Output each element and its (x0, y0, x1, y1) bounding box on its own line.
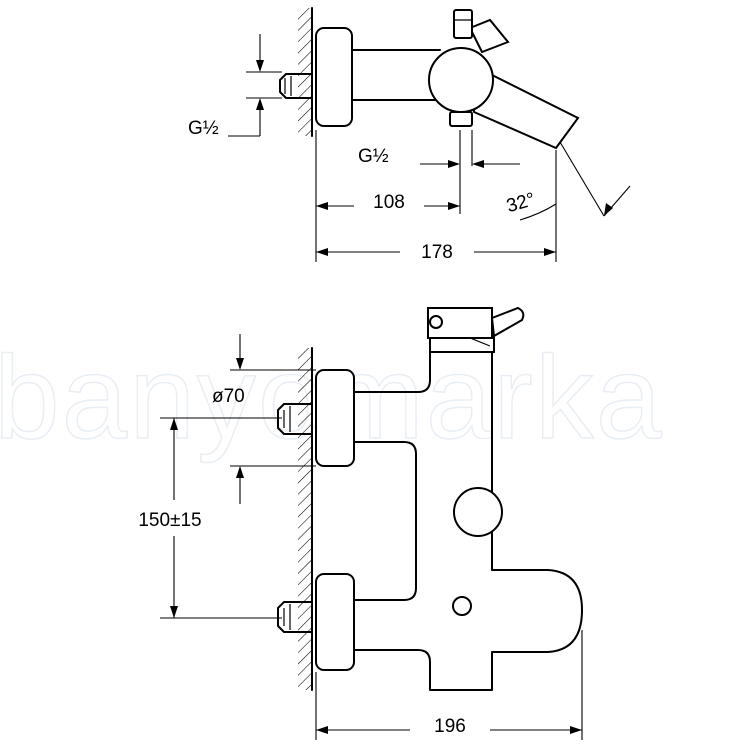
inlet-thread-upper (277, 403, 313, 435)
outlet-front (452, 596, 472, 616)
escutcheon-upper (315, 369, 355, 467)
escutcheon-lower (315, 573, 355, 671)
dim-depth-178: 178 (316, 150, 557, 263)
dim-label-offset: 108 (373, 192, 405, 213)
dim-label-width: 196 (434, 716, 466, 737)
mixer-body-top (428, 47, 494, 113)
dim-label-depth: 178 (421, 242, 453, 263)
dim-label-thread-left: G½ (188, 118, 219, 139)
diverter-knob-front (453, 487, 503, 537)
dim-angle-32: 32° (504, 141, 631, 221)
dim-width-196: 196 (315, 630, 583, 740)
lower-arm (353, 649, 493, 691)
body-bar-top (351, 49, 441, 101)
dim-thread-bottom: G½ (358, 130, 520, 214)
inlet-thread-lower (277, 601, 313, 633)
upper-arm-top (353, 351, 431, 393)
dim-escutcheon-70: ø70 (212, 334, 316, 504)
dim-thread-left: G½ (188, 34, 282, 139)
handle-lever-front (490, 306, 525, 338)
top-view: G½ G½ 108 178 (188, 7, 631, 263)
outlet-bottom-top (449, 111, 473, 127)
wall-hatch-top (298, 8, 312, 136)
dim-offset-108: 108 (315, 130, 460, 262)
escutcheon-top (315, 27, 353, 127)
spout-front (492, 569, 584, 653)
dim-center-150: 150±15 (138, 417, 282, 619)
front-view: ø70 150±15 196 (138, 306, 584, 740)
dim-label-thread-bottom: G½ (358, 146, 389, 167)
diverter-knob-top (453, 9, 473, 39)
diverter-lever-top (468, 18, 510, 54)
dim-label-center: 150±15 (138, 510, 201, 531)
dim-label-angle: 32° (504, 189, 537, 217)
wall-hatch-front (298, 348, 312, 690)
connector-loop (353, 441, 417, 601)
handle-hole-front (429, 315, 443, 329)
inlet-thread-top (279, 73, 313, 99)
dim-label-escutcheon: ø70 (212, 386, 245, 407)
